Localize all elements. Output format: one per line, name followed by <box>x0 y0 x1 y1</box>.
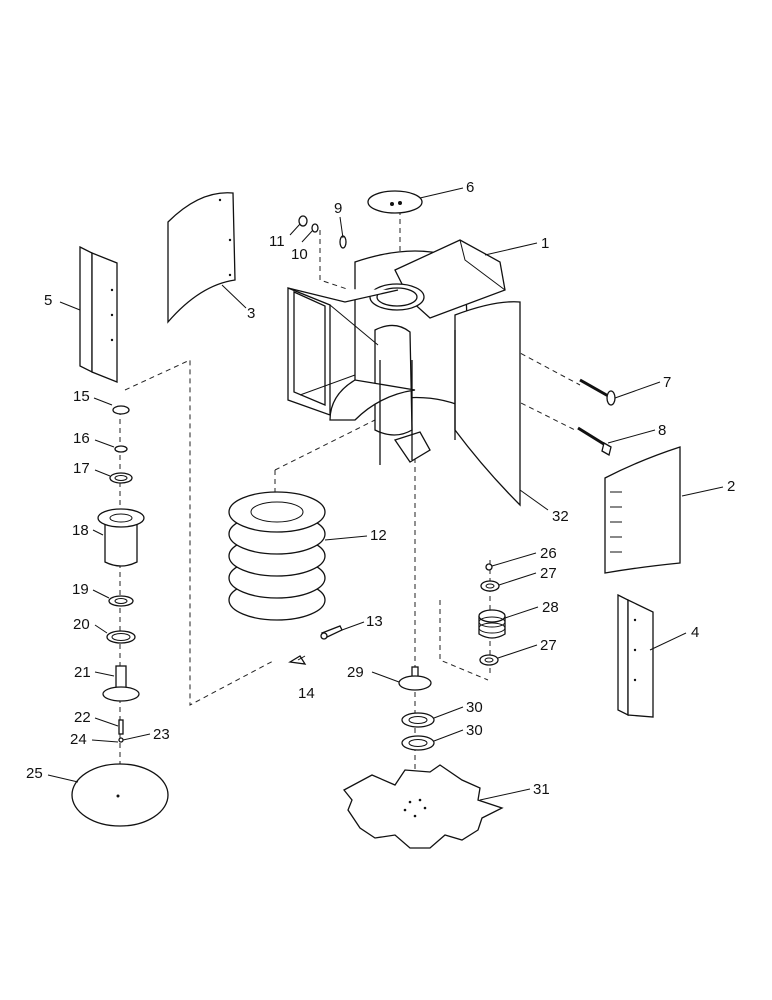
callout-1: 1 <box>541 235 549 252</box>
part-5-side-panel <box>79 245 118 383</box>
callout-21: 21 <box>74 664 91 681</box>
callout-32: 32 <box>552 508 569 525</box>
callout-20: 20 <box>73 616 90 633</box>
callout-17: 17 <box>73 460 90 477</box>
callout-31: 31 <box>533 781 550 798</box>
guide-line-bolt <box>319 230 351 291</box>
part-16-washer <box>114 445 128 453</box>
part-19-bearing <box>108 595 134 607</box>
leader-lines <box>47 187 724 801</box>
callout-25: 25 <box>26 765 43 782</box>
callout-24: 24 <box>70 731 87 748</box>
part-28-spring <box>478 609 506 639</box>
part-7-bolt <box>579 378 616 406</box>
part-4-side-panel <box>617 593 654 718</box>
part-25-plate <box>71 763 169 827</box>
part-3-curved-panel <box>167 192 236 324</box>
callout-12: 12 <box>370 527 387 544</box>
center-disc-stack <box>343 666 504 849</box>
part-6-top-disc <box>367 190 423 214</box>
part-30-ring-upper <box>401 712 435 728</box>
callout-30-lower: 30 <box>466 722 483 739</box>
parts-9-10-11-hardware <box>298 215 347 249</box>
part-29-hub <box>398 666 432 691</box>
callout-6: 6 <box>466 179 474 196</box>
callout-19: 19 <box>72 581 89 598</box>
part-27-bearing-lower <box>479 654 499 666</box>
callout-7: 7 <box>663 374 671 391</box>
callout-26: 26 <box>540 545 557 562</box>
part-21-shaft-flange <box>102 665 140 702</box>
part-22-key <box>118 719 124 735</box>
guide-line-left-shaft <box>124 359 276 706</box>
part-23-24-nut <box>118 737 124 743</box>
part-15-seal <box>112 405 130 415</box>
guide-line-drum-top <box>274 419 376 471</box>
callout-27-upper: 27 <box>540 565 557 582</box>
callout-18: 18 <box>72 522 89 539</box>
callout-22: 22 <box>74 709 91 726</box>
callout-16: 16 <box>73 430 90 447</box>
callout-10: 10 <box>291 246 308 263</box>
part-1-main-housing <box>287 239 521 507</box>
callout-8: 8 <box>658 422 666 439</box>
callout-3: 3 <box>247 305 255 322</box>
callout-14: 14 <box>298 685 315 702</box>
callout-labels: 1 2 3 4 5 6 7 8 9 10 11 12 13 14 15 16 1… <box>26 179 735 798</box>
callout-28: 28 <box>542 599 559 616</box>
part-12-stacked-drum <box>228 491 326 621</box>
callout-27-lower: 27 <box>540 637 557 654</box>
part-18-housing <box>97 508 145 567</box>
callout-2: 2 <box>727 478 735 495</box>
part-2-curved-panel <box>604 446 681 574</box>
callout-29: 29 <box>347 664 364 681</box>
callout-13: 13 <box>366 613 383 630</box>
right-bearing-stack <box>478 563 506 666</box>
callout-23: 23 <box>153 726 170 743</box>
part-20-ring <box>106 630 136 644</box>
left-shaft-stack <box>71 405 169 827</box>
part-30-ring-lower <box>401 735 435 751</box>
part-13-pin <box>320 625 343 640</box>
part-26-washer <box>485 563 493 571</box>
part-17-bearing <box>109 472 133 484</box>
guide-line-bearing <box>439 600 489 681</box>
callout-15: 15 <box>73 388 90 405</box>
callout-4: 4 <box>691 624 699 641</box>
callout-5: 5 <box>44 292 52 309</box>
callout-30-upper: 30 <box>466 699 483 716</box>
part-31-impeller-plate <box>343 764 504 849</box>
callout-11: 11 <box>269 233 285 250</box>
callout-9: 9 <box>334 200 342 217</box>
part-8-bolt <box>577 426 612 456</box>
part-27-bearing-upper <box>480 580 500 592</box>
